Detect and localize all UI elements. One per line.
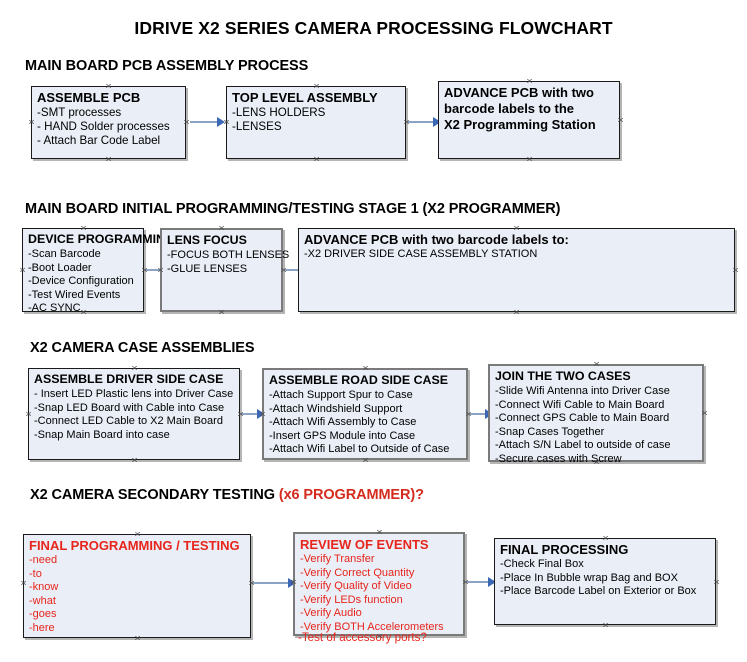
node-assemble-driver-side-case[interactable]: ASSEMBLE DRIVER SIDE CASE - Insert LED P…	[28, 368, 240, 460]
node-line: -need	[29, 554, 58, 566]
node-title: DEVICE PROGRAMMING	[28, 232, 175, 246]
node-line: -Connect LED Cable to X2 Main Board	[34, 415, 223, 428]
node-line: -Place In Bubble wrap Bag and BOX	[500, 571, 678, 584]
node-title: LENS FOCUS	[167, 233, 247, 247]
node-final-processing[interactable]: FINAL PROCESSING -Check Final Box -Place…	[494, 538, 716, 625]
node-line: -Snap Main Board into case	[34, 428, 170, 441]
node-line: -here	[29, 621, 55, 634]
node-line: -Attach S/N Label to outside of case	[495, 439, 671, 452]
connector-arrow	[190, 117, 226, 127]
node-lens-focus[interactable]: LENS FOCUS -FOCUS BOTH LENSES -GLUE LENS…	[160, 228, 290, 312]
node-line: -Attach Wifi Assembly to Case	[269, 416, 417, 429]
node-line: -goes	[29, 608, 57, 621]
node-line: -Place Barcode Label on Exterior or Box	[500, 585, 697, 598]
node-title: TOP LEVEL ASSEMBLY	[232, 90, 378, 105]
node-line: -Attach Wifi Label to Outside of Case	[269, 443, 450, 456]
node-line: -Verify Quality of Video	[300, 580, 412, 593]
node-title: FINAL PROGRAMMING / TESTING	[29, 538, 240, 553]
node-title: REVIEW OF EVENTS	[300, 537, 429, 552]
node-line: -Verify LEDs function	[300, 593, 403, 606]
node-line: -Verify Transfer	[300, 553, 375, 565]
node-line: -Connect GPS Cable to Main Board	[495, 412, 670, 425]
node-final-programming-testing[interactable]: FINAL PROGRAMMING / TESTING -need -to -k…	[23, 534, 251, 638]
node-line: -GLUE LENSES	[167, 262, 248, 275]
node-title: FINAL PROCESSING	[500, 542, 629, 557]
node-line: -to	[29, 567, 42, 580]
node-line: -Test Wired Events	[28, 288, 121, 301]
page-title: IDRIVE X2 SERIES CAMERA PROCESSING FLOWC…	[134, 18, 613, 38]
node-advance-pcb-programming-station[interactable]: ADVANCE PCB with two barcode labels to t…	[438, 81, 620, 159]
node-join-the-two-cases[interactable]: JOIN THE TWO CASES -Slide Wifi Antenna i…	[488, 364, 704, 465]
node-line: -SMT processes	[37, 106, 122, 119]
node-line: -Scan Barcode	[28, 248, 101, 260]
node-line: -Device Configuration	[28, 275, 134, 288]
section-heading-main-board-initial-programming: MAIN BOARD INITIAL PROGRAMMING/TESTING S…	[25, 201, 561, 217]
node-line: -LENS HOLDERS	[232, 106, 326, 119]
section-heading-x2-camera-case-assemblies: X2 CAMERA CASE ASSEMBLIES	[30, 340, 255, 356]
node-line: -Snap LED Board with Cable into Case	[34, 401, 225, 414]
node-assemble-road-side-case[interactable]: ASSEMBLE ROAD SIDE CASE -Attach Support …	[262, 368, 468, 460]
node-line: - HAND Solder processes	[37, 120, 170, 134]
node-title-line2: barcode labels to the	[444, 101, 575, 116]
node-top-level-assembly[interactable]: TOP LEVEL ASSEMBLY -LENS HOLDERS -LENSES	[226, 86, 406, 159]
node-line: -Verify Correct Quantity	[300, 566, 415, 579]
section-heading-accent: (x6 PROGRAMMER)?	[278, 487, 424, 503]
node-line: -what	[29, 594, 56, 607]
node-line-overflow: -Test of accessory ports?	[298, 631, 427, 644]
node-line: - Insert LED Plastic lens into Driver Ca…	[34, 388, 234, 400]
node-line: -X2 DRIVER SIDE CASE ASSEMBLY STATION	[304, 248, 538, 260]
node-line: -Verify BOTH Accelerometers	[300, 620, 444, 633]
node-assemble-pcb[interactable]: ASSEMBLE PCB -SMT processes - HAND Solde…	[31, 86, 186, 159]
node-title: ASSEMBLE ROAD SIDE CASE	[269, 373, 448, 387]
node-line: -Boot Loader	[28, 261, 92, 274]
connector-arrow	[253, 578, 297, 588]
node-line: -Insert GPS Module into Case	[269, 429, 416, 442]
node-line: -FOCUS BOTH LENSES	[167, 249, 290, 261]
section-heading-text: X2 CAMERA SECONDARY TESTING	[30, 487, 279, 503]
node-line: -Check Final Box	[500, 558, 584, 570]
node-line: -AC SYNC	[28, 302, 81, 315]
node-title: JOIN THE TWO CASES	[495, 369, 631, 383]
node-review-of-events[interactable]: REVIEW OF EVENTS -Verify Transfer -Verif…	[293, 532, 465, 636]
node-line: -Attach Windshield Support	[269, 402, 403, 415]
node-line: -Slide Wifi Antenna into Driver Case	[495, 385, 670, 397]
node-line: -Secure cases with Screw	[495, 452, 622, 465]
connector-arrow	[467, 577, 497, 587]
node-line: -know	[29, 581, 59, 594]
connector-arrow	[408, 117, 442, 127]
node-title: ASSEMBLE PCB	[37, 90, 141, 105]
node-line: -LENSES	[232, 120, 282, 134]
node-advance-pcb-driver-side-case[interactable]: ADVANCE PCB with two barcode labels to: …	[298, 228, 735, 312]
node-line: -Attach Support Spur to Case	[269, 389, 413, 401]
node-title: ADVANCE PCB with two	[444, 85, 594, 100]
node-line: -Snap Cases Together	[495, 425, 605, 438]
node-line: -Verify Audio	[300, 607, 362, 620]
node-title-line3: X2 Programming Station	[444, 117, 596, 132]
node-title: ASSEMBLE DRIVER SIDE CASE	[34, 372, 224, 386]
node-line: - Attach Bar Code Label	[37, 134, 161, 148]
section-heading-main-board-pcb-assembly: MAIN BOARD PCB ASSEMBLY PROCESS	[25, 58, 309, 74]
node-line: -Connect Wifi Cable to Main Board	[495, 398, 665, 411]
node-title: ADVANCE PCB with two barcode labels to:	[304, 232, 569, 247]
node-device-programming[interactable]: DEVICE PROGRAMMING -Scan Barcode -Boot L…	[22, 228, 175, 314]
section-heading-x2-camera-secondary-testing: X2 CAMERA SECONDARY TESTING (x6 PROGRAMM…	[30, 487, 424, 503]
